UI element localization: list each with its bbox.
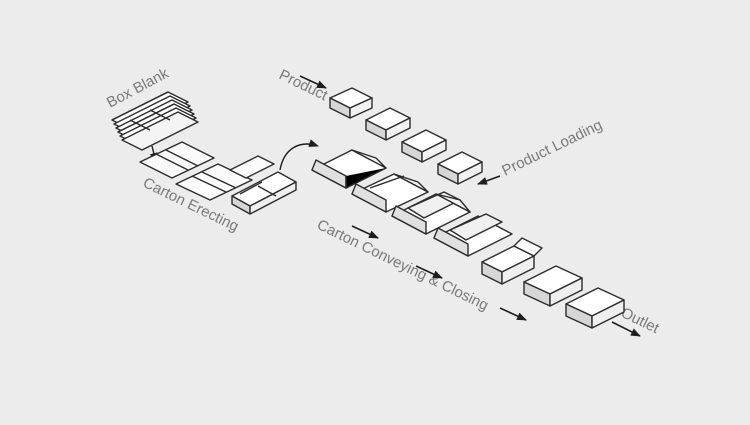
open-carton xyxy=(351,173,429,213)
product-block xyxy=(401,129,447,163)
label-product: Product xyxy=(276,66,331,104)
flat-carton-blank xyxy=(139,141,215,179)
erected-carton xyxy=(231,171,297,215)
flow-arrow-icon xyxy=(499,307,527,321)
transfer-arrow-icon xyxy=(279,139,319,171)
loaded-carton xyxy=(391,191,471,235)
flow-arrow-icon xyxy=(299,75,327,89)
closed-carton xyxy=(565,287,625,329)
flat-carton-blank xyxy=(175,163,253,201)
flat-carton-blank xyxy=(229,155,275,179)
product-block xyxy=(365,107,411,141)
loaded-carton xyxy=(433,213,513,257)
label-outlet: Outlet xyxy=(618,304,662,337)
flow-arrow-icon xyxy=(611,321,641,337)
closing-carton xyxy=(481,237,543,285)
flow-arrow-icon xyxy=(415,265,443,279)
flow-arrow-icon xyxy=(351,225,379,239)
flow-arrow-icon xyxy=(477,175,501,185)
product-block xyxy=(437,151,483,185)
closed-carton xyxy=(523,265,583,307)
label-product-loading: Product Loading xyxy=(499,116,605,179)
box-blank-stack xyxy=(111,91,199,151)
open-carton xyxy=(311,149,387,189)
product-block xyxy=(329,87,373,119)
